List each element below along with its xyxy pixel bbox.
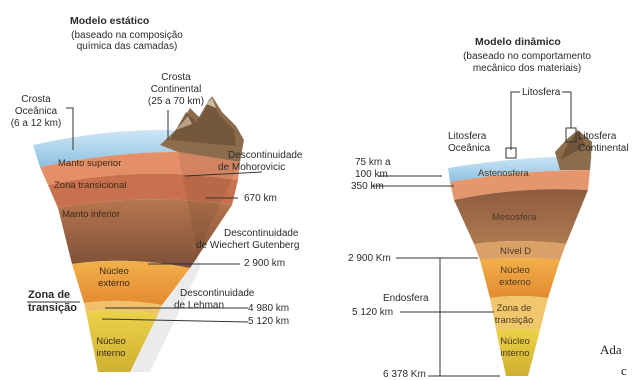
inner-core-right-label-1: Núcleo [490, 336, 540, 347]
continental-litho-label-1: Litosfera [578, 131, 616, 142]
transition-zone-label: Zona transicional [54, 180, 126, 191]
depth-75-label-2: 100 km [355, 169, 388, 180]
static-model-subtitle-2: química das camadas) [52, 41, 202, 52]
continental-crust-label-1: Crosta [140, 72, 212, 83]
inner-core-label-1: Núcleo [86, 336, 136, 347]
outer-core-right-label-1: Núcleo [490, 265, 540, 276]
oceanic-crust-label-3: (6 a 12 km) [4, 118, 68, 129]
dynamic-model-subtitle-1: (baseado no comportamento [447, 51, 607, 62]
dynamic-model-subtitle-2: mecânico dos materiais) [447, 63, 607, 74]
level-d-label: Nível D [500, 246, 531, 257]
static-wedge [33, 96, 244, 372]
lithosphere-label: Litosfera [520, 87, 562, 98]
inner-core-right-label-2: interno [490, 348, 540, 359]
lehman-label-2: de Lehman [174, 300, 224, 311]
static-model-title: Modelo estático [70, 16, 149, 27]
upper-mantle-label: Manto superior [58, 158, 121, 169]
outer-core-label-1: Núcleo [84, 266, 144, 277]
depth-5120-left-label: 5 120 km [248, 316, 289, 327]
continental-litho-label-2: Continental [578, 143, 629, 154]
wiechert-label-2: de Wiechert Gutenberg [196, 240, 299, 251]
moho-label-1: Descontinuidade [228, 150, 303, 161]
oceanic-litho-label-1: Litosfera [448, 131, 486, 142]
transition-right-label-2: transição [486, 315, 542, 326]
lehman-label-1: Descontinuidade [180, 288, 255, 299]
lower-mantle-label: Manto inferior [62, 209, 120, 220]
outer-core-label-2: externo [84, 278, 144, 289]
zone-transition-label-1: Zona de [28, 290, 70, 301]
outer-core-right-label-2: externo [490, 277, 540, 288]
oceanic-litho-label-2: Oceânica [448, 143, 490, 154]
continental-crust-label-2: Continental [140, 84, 212, 95]
depth-75-label-1: 75 km a [355, 157, 391, 168]
caption-line-2: c [621, 365, 627, 376]
depth-2900-left-label: 2 900 km [244, 258, 285, 269]
depth-670-label: 670 km [244, 193, 277, 204]
asthenosphere-label: Astenosfera [478, 168, 529, 179]
depth-4980-label: 4 980 km [248, 303, 289, 314]
oceanic-crust-label-1: Crosta [4, 94, 68, 105]
dynamic-model-title: Modelo dinâmico [475, 37, 561, 48]
depth-5120-right-label: 5 120 km [352, 307, 393, 318]
depth-6378-label: 6 378 Km [383, 369, 426, 380]
transition-right-label-1: Zona de [486, 303, 542, 314]
endosphere-label: Endosfera [383, 293, 429, 304]
zone-transition-label-2: transição [28, 303, 77, 314]
oceanic-crust-label-2: Oceânica [4, 106, 68, 117]
mesosphere-label: Mesosfera [492, 212, 536, 223]
moho-label-2: de Mohorovicic [218, 162, 285, 173]
static-model-subtitle-1: (baseado na composição [52, 30, 202, 41]
caption-line-1: Ada [600, 344, 622, 355]
continental-crust-label-3: (25 a 70 km) [140, 96, 212, 107]
depth-350-label: 350 km [351, 181, 384, 192]
wiechert-label-1: Descontinuidade [224, 228, 299, 239]
inner-core-label-2: interno [86, 348, 136, 359]
depth-2900-right-label: 2 900 Km [348, 253, 391, 264]
